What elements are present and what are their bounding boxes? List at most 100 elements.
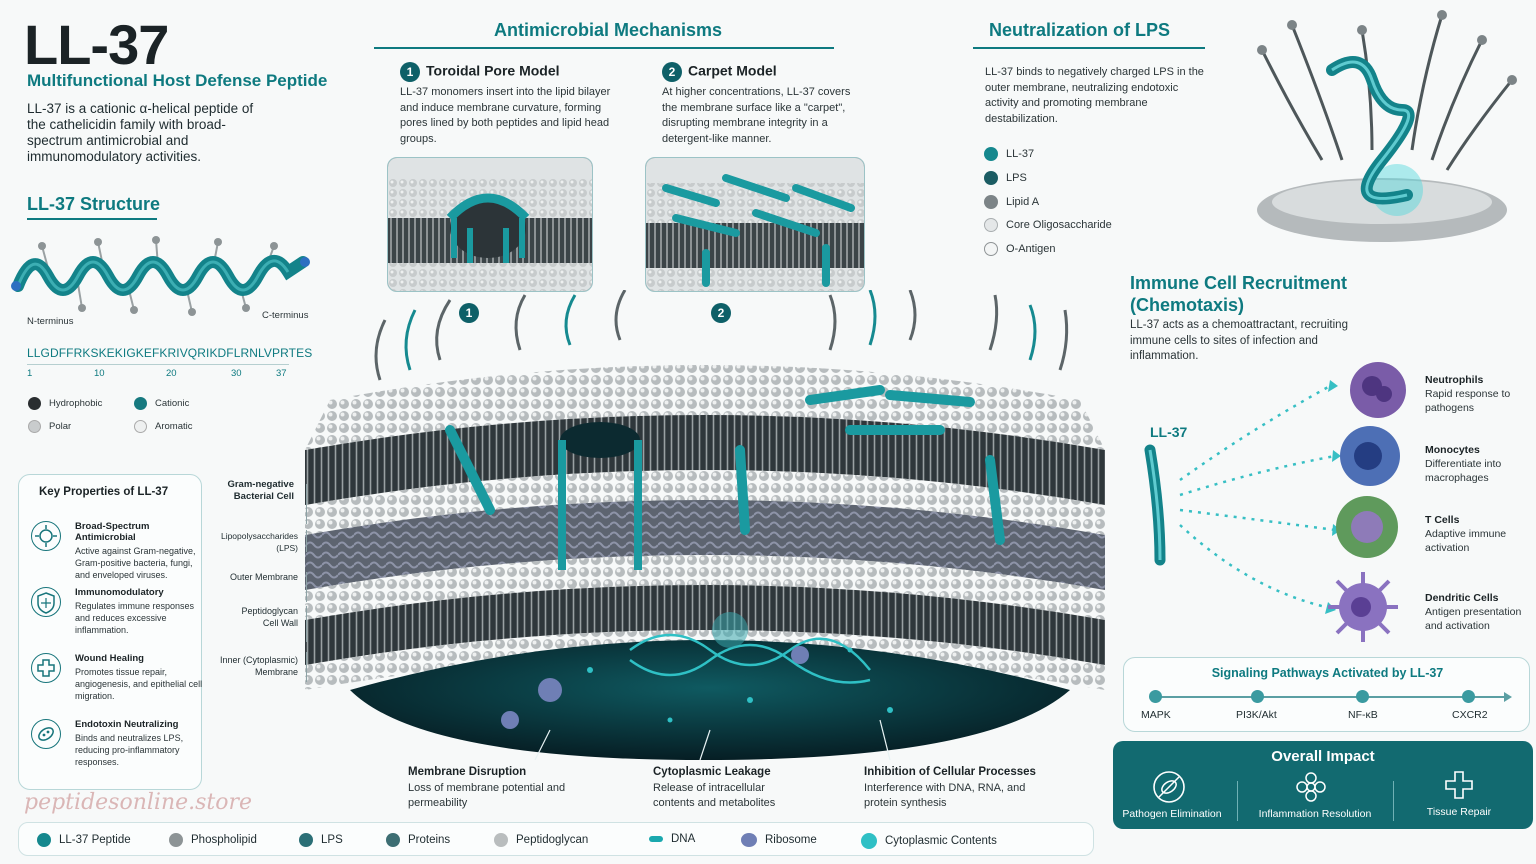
bacterial-membrane-illustration [305, 290, 1105, 760]
o-antigen-dot [984, 242, 998, 256]
footer-lps: LPS [299, 833, 343, 847]
signaling-arrowhead [1504, 692, 1512, 702]
key-properties-box: Key Properties of LL-37 Broad-Spectrum A… [18, 474, 202, 790]
hydrophobic-dot [28, 397, 41, 410]
footer-proteins: Proteins [386, 833, 450, 847]
seq-pos-1: 1 [27, 368, 33, 379]
toroidal-pore-image [387, 157, 593, 292]
lps-dot [984, 171, 998, 185]
helix-illustration [11, 236, 310, 316]
dendritic-cell-icon [1328, 572, 1398, 642]
lps-legend-lps: LPS [984, 171, 1027, 185]
signaling-heading: Signaling Pathways Activated by LL-37 [1211, 666, 1444, 680]
seq-pos-37: 37 [276, 368, 287, 379]
pathway-pi3k: PI3K/Akt [1236, 709, 1277, 721]
pathway-node-pi3k [1251, 690, 1264, 703]
core-dot [984, 218, 998, 232]
footer-peptidoglycan: Peptidoglycan [494, 833, 588, 847]
number-badge-1: 1 [400, 62, 420, 82]
overall-impact-panel: Overall Impact Pathogen Elimination Infl… [1113, 741, 1533, 829]
key-properties-heading: Key Properties of LL-37 [39, 486, 169, 498]
ll37-dot [984, 147, 998, 161]
impact-heading: Overall Impact [1271, 748, 1375, 765]
label-lps: Lipopolysaccharides (LPS) [220, 531, 298, 553]
footer-legend: LL-37 Peptide Phospholipid LPS Proteins … [18, 822, 1094, 856]
callout-badge-2: 2 [711, 303, 737, 323]
lipid-a-dot [984, 195, 998, 209]
c-terminus-label: C-terminus [262, 310, 309, 321]
n-terminus-label: N-terminus [27, 316, 74, 327]
t-cell-icon [1336, 496, 1398, 558]
pathway-node-nfkb [1356, 690, 1369, 703]
label-inner-membrane: Inner (Cytoplasmic) Membrane [219, 655, 298, 677]
footer-ll37: LL-37 Peptide [37, 833, 131, 847]
peptide-sequence: LLGDFFRKSKEKIGKEFKRIVQRIKDFLRNLVPRTES [27, 346, 313, 360]
virus-icon [31, 521, 61, 551]
seq-pos-30: 30 [231, 368, 242, 379]
lps-rule [973, 47, 1205, 49]
pathway-node-mapk [1149, 690, 1162, 703]
cationic-dot [134, 397, 147, 410]
residue-legend-polar: Polar [28, 420, 71, 433]
proteins-icon [386, 833, 400, 847]
aromatic-dot [134, 420, 147, 433]
footer-cytoplasmic-contents: Cytoplasmic Contents [861, 833, 997, 849]
carpet-model-image [645, 157, 865, 292]
intro-text: LL-37 is a cationic α-helical peptide of… [27, 101, 254, 164]
pathway-mapk: MAPK [1141, 709, 1171, 721]
signaling-box: Signaling Pathways Activated by LL-37 MA… [1123, 657, 1530, 732]
cross-icon [31, 653, 61, 683]
inflammation-resolution-icon [1296, 772, 1326, 802]
label-gram-negative: Gram-negative Bacterial Cell [227, 479, 294, 502]
lps-binding-illustration [1257, 10, 1517, 242]
polar-dot [28, 420, 41, 433]
n-terminus-atom [11, 281, 21, 291]
footer-ribosome: Ribosome [741, 833, 817, 847]
residue-legend-cationic: Cationic [134, 397, 189, 410]
mechanisms-heading: Antimicrobial Mechanisms [494, 20, 723, 40]
impact-inflammation-resolution: Inflammation Resolution [1258, 808, 1372, 820]
page-subtitle: Multifunctional Host Defense Peptide [27, 71, 328, 90]
neutrophil-cell-icon [1350, 362, 1406, 418]
mechanisms-rule [374, 47, 834, 49]
cytoplasmic-contents-icon [861, 833, 877, 849]
pathway-node-cxcr2 [1462, 690, 1475, 703]
pathway-cxcr2: CXCR2 [1452, 709, 1488, 721]
shield-icon [31, 587, 61, 617]
page-title: LL-37 [24, 13, 169, 76]
impact-tissue-repair: Tissue Repair [1426, 806, 1492, 818]
chemotaxis-heading: Immune Cell Recruitment (Chemotaxis) [1130, 273, 1348, 315]
peptidoglycan-icon [494, 833, 508, 847]
structure-rule [27, 218, 157, 220]
lps-legend-core: Core Oligosaccharide [984, 218, 1112, 232]
callout-badge-1: 1 [459, 303, 485, 323]
ribosome-icon [741, 833, 757, 847]
label-peptidoglycan: Peptidoglycan Cell Wall [241, 606, 298, 628]
footer-dna: DNA [649, 833, 695, 845]
dna-icon [649, 835, 663, 842]
phospholipid-icon [169, 833, 183, 847]
label-outer-membrane: Outer Membrane [229, 572, 298, 582]
lps-icon [299, 833, 313, 847]
watermark: peptidesonline.store [24, 790, 253, 815]
lps-heading: Neutralization of LPS [989, 20, 1171, 40]
chemotaxis-text: LL-37 acts as a chemoattractant, recruit… [1130, 319, 1348, 362]
seq-pos-10: 10 [94, 368, 105, 379]
pathway-nfkb: NF-κB [1348, 709, 1378, 721]
pathogen-elimination-icon [1153, 771, 1185, 803]
monocyte-cell-icon [1340, 426, 1400, 486]
footer-phospholipid: Phospholipid [169, 833, 257, 847]
number-badge-2: 2 [662, 62, 682, 82]
residue-legend-hydrophobic: Hydrophobic [28, 397, 102, 410]
lps-legend-lipid-a: Lipid A [984, 195, 1039, 209]
ll37-peptide-icon [37, 833, 51, 847]
chemotaxis-source-label: LL-37 [1150, 424, 1188, 440]
